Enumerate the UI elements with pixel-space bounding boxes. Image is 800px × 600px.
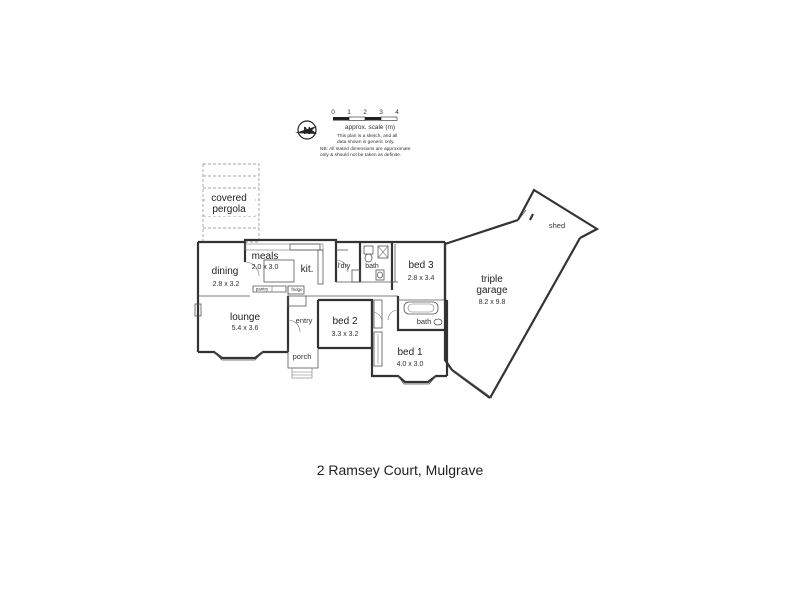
room-labels: dining 2.8 x 3.2 meals 2.0 x 3.0 kit. pa… (212, 221, 565, 368)
bed2-label: bed 2 (332, 316, 357, 327)
nb-note-line-1: NB: All stated dimensions are approximat… (320, 146, 411, 152)
scale-bar: 0 1 2 3 4 approx. scale (m) This plan is… (320, 109, 411, 158)
scale-tick-3: 3 (379, 109, 383, 116)
room-pergola: covered pergola (202, 163, 260, 243)
compass-letter: N (303, 126, 310, 137)
dining-dim: 2.8 x 3.2 (213, 281, 240, 288)
scale-tick-1: 1 (347, 109, 351, 116)
scale-note-line-1: This plan is a sketch, and all (337, 133, 397, 139)
scale-tick-0: 0 (331, 109, 335, 116)
bed3-label: bed 3 (408, 260, 433, 271)
bed1-label: bed 1 (397, 347, 422, 358)
lounge-dim: 5.4 x 3.6 (232, 325, 259, 332)
dining-label: dining (212, 266, 239, 277)
compass-icon: N (295, 120, 317, 140)
fridge-label: fridge (291, 287, 303, 292)
scale-label: approx. scale (m) (345, 124, 395, 131)
bath-upper-label: bath (365, 263, 379, 270)
garage-label-line-1: triple (481, 274, 503, 285)
room-garage (443, 188, 600, 399)
porch-label: porch (293, 352, 312, 361)
property-address: 2 Ramsey Court, Mulgrave (316, 462, 484, 478)
meals-label: meals (252, 251, 279, 262)
pantry-label: pantry (256, 287, 269, 292)
bed3-dim: 2.8 x 3.4 (408, 275, 435, 282)
pergola-label-line-1: covered (211, 193, 247, 204)
shed-label: shed (549, 221, 565, 230)
bath-lower-label: bath (417, 317, 432, 326)
nb-note-line-2: only & should not be taken as definite. (320, 152, 401, 158)
scale-tick-2: 2 (363, 109, 367, 116)
kitchen-label: kit. (301, 264, 314, 275)
interior-walls (194, 242, 447, 367)
scale-note-line-2: data shown is generic only. (337, 139, 395, 145)
pergola-label-line-2: pergola (212, 204, 246, 215)
scale-tick-4: 4 (395, 109, 399, 116)
garage-label-line-2: garage (476, 285, 508, 296)
bed1-dim: 4.0 x 3.0 (397, 361, 424, 368)
entry-label: entry (296, 316, 313, 325)
lounge-label: lounge (230, 312, 260, 323)
garage-dim: 8.2 x 9.8 (479, 299, 506, 306)
laundry-label: l'dry (338, 263, 351, 270)
meals-dim: 2.0 x 3.0 (252, 264, 279, 271)
bed2-dim: 3.3 x 3.2 (332, 331, 359, 338)
